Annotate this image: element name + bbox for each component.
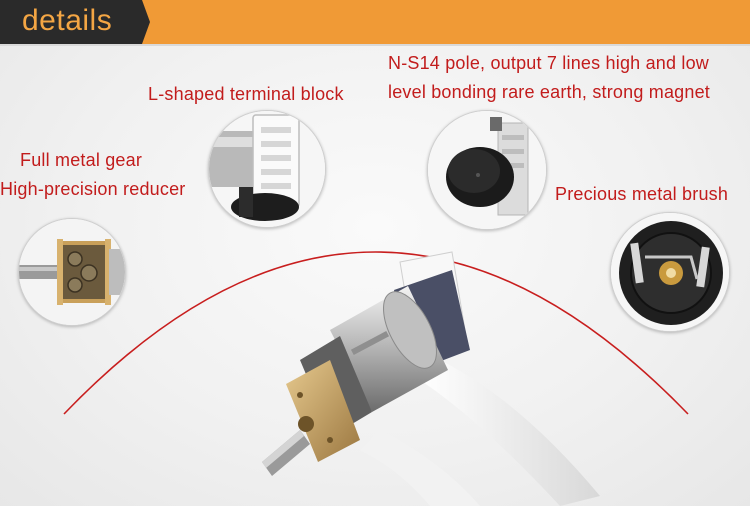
brush-photo-icon xyxy=(610,212,730,332)
label-terminal-block: L-shaped terminal block xyxy=(148,84,344,104)
header-divider xyxy=(0,44,750,46)
label-brush: Precious metal brush xyxy=(555,184,729,204)
label-gear-line1: Full metal gear xyxy=(20,150,143,170)
label-pole-line2: level bonding rare earth, strong magnet xyxy=(388,82,710,102)
header-title: details xyxy=(22,4,113,37)
label-pole-line1: N-S14 pole, output 7 lines high and low xyxy=(388,53,710,73)
terminal-block-photo-icon xyxy=(208,110,326,228)
gearbox-photo-icon xyxy=(18,218,126,326)
header-tab xyxy=(0,0,150,44)
label-gear-line2: High-precision reducer xyxy=(0,179,186,199)
magnet-disc-photo-icon xyxy=(427,110,547,230)
header: details xyxy=(0,0,750,46)
